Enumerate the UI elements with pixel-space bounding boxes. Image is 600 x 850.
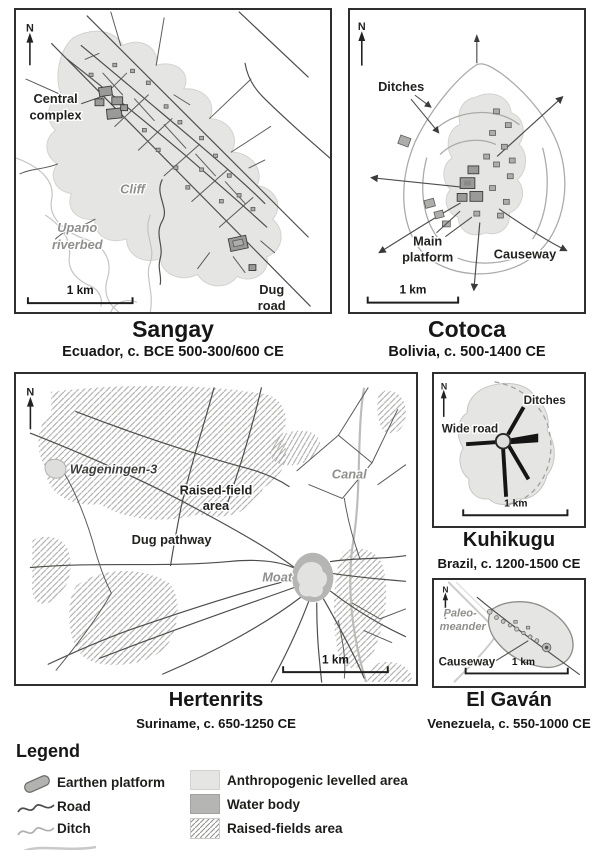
map-label-causeway: Causeway	[494, 246, 557, 261]
legend-label-earthen-platform: Earthen platform	[57, 775, 166, 790]
panel-subtitle-kuhikugu: Brazil, c. 1200-1500 CE	[437, 556, 581, 571]
map-label-ditches: Ditches	[378, 79, 424, 94]
map-label-canal: Canal	[332, 467, 367, 482]
legend-label-levelled-area: Anthropogenic levelled area	[227, 773, 408, 788]
scale-bar: 1 km	[26, 283, 134, 305]
ditch-icon	[17, 827, 55, 836]
central-plaza	[494, 432, 512, 450]
scale-bar: 1 km	[366, 284, 460, 304]
sangay-map: N Central complex Cliff Upano riverbed D…	[16, 11, 330, 312]
levelled-area	[487, 601, 574, 669]
panel-title-kuhikugu: Kuhikugu	[462, 529, 556, 551]
map-label-moat: Moat	[262, 569, 293, 584]
map-panel-kuhikugu: N Ditches Wide road 1 km	[432, 372, 586, 528]
causeway-leader	[495, 640, 529, 662]
kuhikugu-map: N Ditches Wide road 1 km	[440, 381, 569, 517]
panel-subtitle-cotoca: Bolivia, c. 500-1400 CE	[388, 344, 546, 360]
canal-line	[349, 387, 368, 683]
map-label-main-platform-2: platform	[402, 249, 453, 264]
cliff-lines	[16, 157, 153, 312]
legend-label-raised-fields: Raised-fields area	[227, 821, 343, 836]
map-label-raised-field-2: area	[203, 498, 230, 513]
panel-title-cotoca: Cotoca	[428, 316, 506, 342]
wide-roads	[466, 406, 539, 497]
north-label: N	[26, 387, 34, 399]
water-body-swatch	[190, 794, 220, 814]
map-label-dug-road: Dug	[259, 282, 284, 297]
elgavan-map: N Paleo- meander Causeway 1 km	[437, 581, 580, 683]
panel-title-elgavan: El Gaván	[466, 689, 552, 711]
mound-platform	[297, 562, 328, 598]
north-label: N	[443, 586, 449, 595]
road-network	[19, 11, 330, 307]
scale-bar: 1 km	[282, 652, 389, 674]
legend-partial-item-icon	[23, 845, 97, 850]
wageningen-platform	[44, 458, 67, 479]
causeway-north	[473, 34, 480, 64]
scale-label: 1 km	[399, 284, 426, 297]
map-label-raised-field: Raised-field	[180, 482, 253, 497]
legend-label-road: Road	[57, 799, 91, 814]
map-panel-hertenrits: N Wageningen-3 Raised-field area Dug pat…	[14, 372, 418, 686]
main-platform-leaders	[436, 210, 473, 238]
earthen-platforms	[486, 609, 552, 653]
anthropogenic-levelled-area-swatch	[190, 770, 220, 790]
north-arrow-icon: N	[26, 387, 34, 430]
scale-label: 1 km	[322, 652, 349, 666]
ditches-label-arrows	[410, 94, 440, 134]
map-label-wide-road: Wide road	[442, 422, 498, 435]
map-label-central-complex-2: complex	[30, 108, 83, 123]
map-panel-cotoca: N Ditches Main platform Causeway 1 km	[348, 8, 586, 314]
causeway-line	[476, 596, 580, 676]
map-label-paleo-meander: Paleo-	[443, 608, 477, 620]
inner-ditches	[422, 111, 548, 264]
north-arrow-icon: N	[440, 382, 447, 417]
map-panel-elgavan: N Paleo- meander Causeway 1 km	[432, 578, 586, 688]
panel-subtitle-sangay: Ecuador, c. BCE 500-300/600 CE	[62, 344, 284, 360]
road-icon	[17, 804, 55, 813]
earthen-platform-icon	[24, 775, 50, 793]
map-label-cliff: Cliff	[120, 182, 146, 197]
north-arrow-icon: N	[443, 586, 449, 619]
cotoca-map: N Ditches Main platform Causeway 1 km	[358, 21, 568, 304]
map-label-main-platform: Main	[413, 234, 442, 249]
causeways	[370, 96, 568, 292]
panel-subtitle-elgavan: Venezuela, c. 550-1000 CE	[427, 716, 591, 731]
legend-label-ditch: Ditch	[57, 821, 91, 836]
legend-label-water-body: Water body	[227, 797, 301, 812]
map-label-upano-2: riverbed	[52, 237, 104, 252]
map-label-ditches: Ditches	[524, 394, 567, 407]
map-label-causeway: Causeway	[439, 657, 496, 669]
map-panel-sangay: N Central complex Cliff Upano riverbed D…	[14, 8, 332, 314]
map-label-central-complex: Central	[33, 91, 77, 106]
road-network	[29, 387, 407, 683]
earthen-platforms	[397, 108, 516, 228]
north-label: N	[358, 21, 366, 33]
panel-title-hertenrits: Hertenrits	[168, 689, 264, 711]
scale-bar: 1 km	[462, 498, 569, 517]
panel-subtitle-hertenrits: Suriname, c. 650-1250 CE	[136, 716, 296, 731]
outer-ditch	[403, 63, 566, 275]
map-label-dug-road-2: road	[258, 298, 286, 312]
leader-central-complex	[81, 96, 102, 105]
legend-heading: Legend	[16, 741, 81, 761]
map-label-upano: Upano	[57, 220, 97, 235]
north-arrow-icon: N	[358, 21, 366, 66]
raised-field-areas	[31, 385, 412, 683]
scale-label: 1 km	[504, 498, 527, 509]
levelled-area	[443, 93, 526, 236]
north-label: N	[26, 23, 34, 35]
north-label: N	[441, 382, 447, 392]
earthen-platforms	[88, 62, 257, 271]
north-arrow-icon: N	[26, 23, 34, 66]
scale-label: 1 km	[67, 283, 94, 297]
scale-label: 1 km	[512, 657, 535, 668]
raised-fields-area-swatch	[190, 818, 220, 839]
map-label-dug-pathway: Dug pathway	[132, 532, 213, 547]
map-label-paleo-meander-2: meander	[440, 621, 487, 633]
scale-bar: 1 km	[464, 657, 569, 675]
panel-title-sangay: Sangay	[132, 316, 214, 342]
hertenrits-map: N Wageningen-3 Raised-field area Dug pat…	[26, 385, 412, 683]
map-label-wageningen: Wageningen-3	[70, 462, 157, 477]
